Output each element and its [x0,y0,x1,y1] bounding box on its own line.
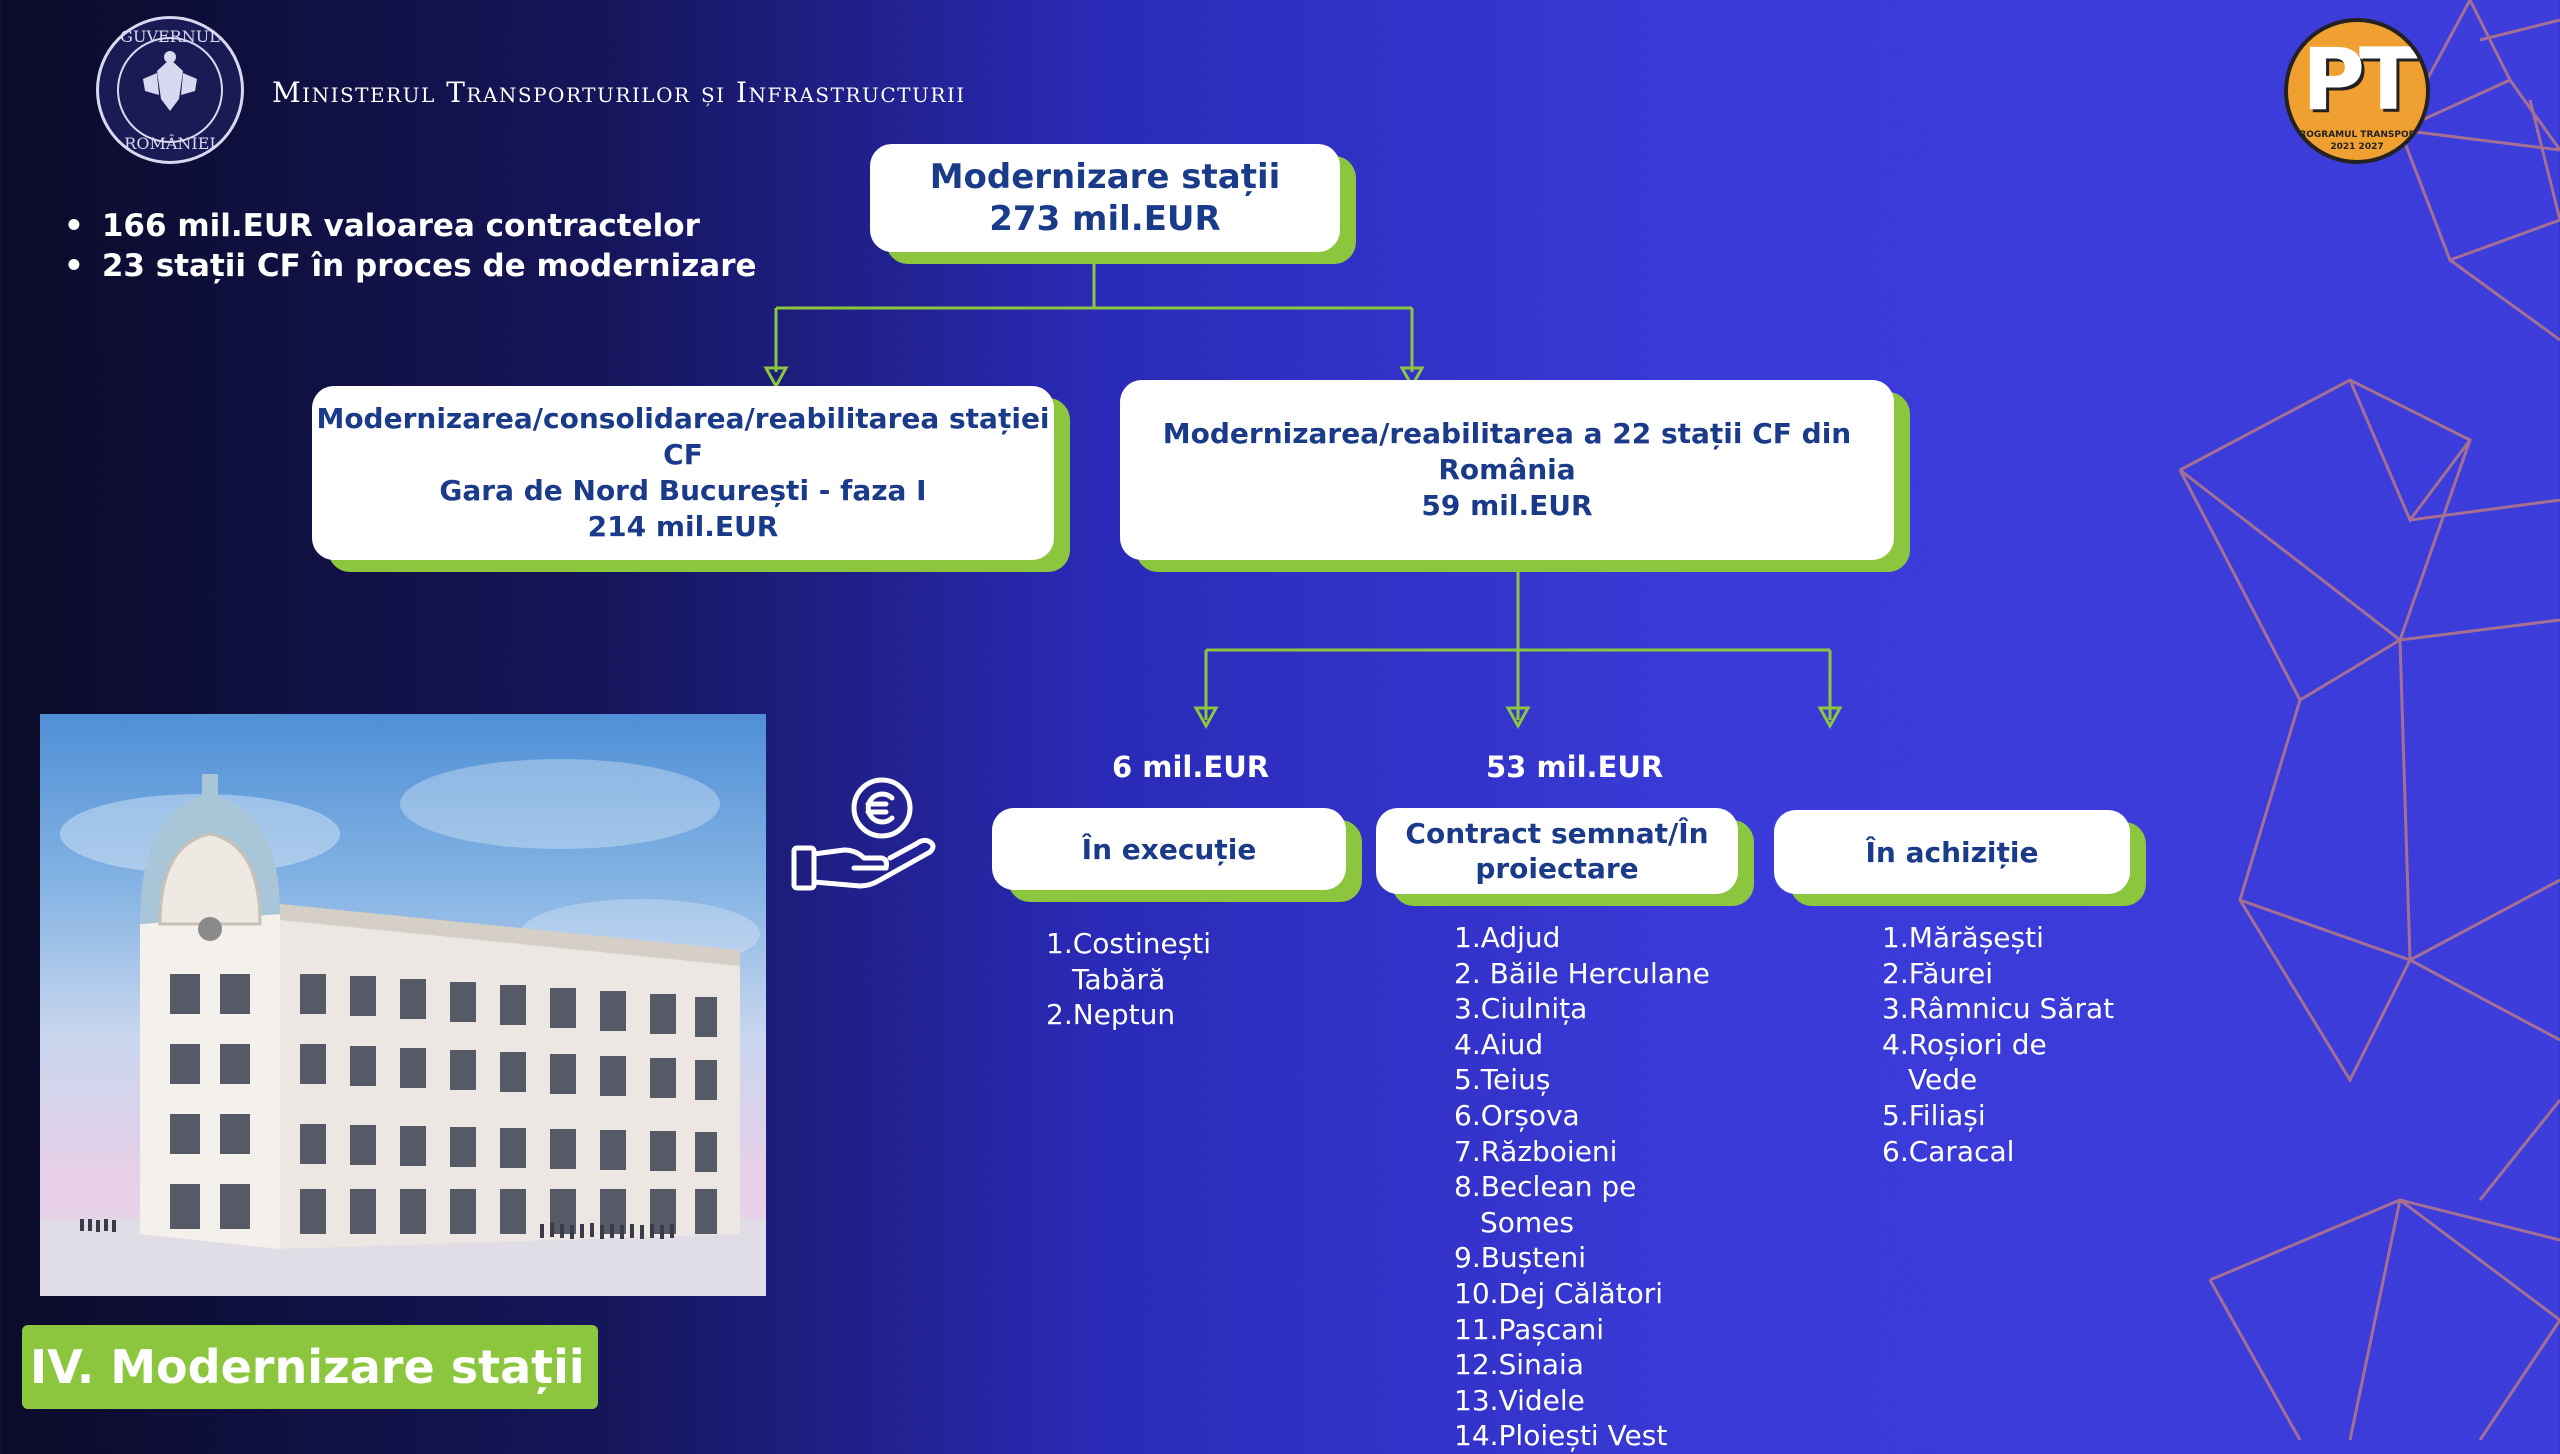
gara-de-nord-building-image [40,714,766,1296]
station-list-in-executie: 1.Costinești Tabără 2.Neptun [1046,926,1246,1033]
section-title: IV. Modernizare stații [22,1325,598,1409]
branch-amount: 214 mil.EUR [587,510,779,543]
status-node-contract-semnat: Contract semnat/În proiectare [1376,808,1738,894]
list-item: 2.Făurei [1882,956,1994,990]
list-item: 2.Neptun [1046,998,1176,1032]
list-item: 10.Dej Călători [1454,1276,1664,1310]
branch-line2: România [1438,453,1576,486]
branch-node-22-stations: Modernizarea/reabilitarea a 22 stații CF… [1120,380,1894,560]
list-item: 3.Râmnicu Sărat [1882,992,2115,1026]
pt-logo-text: PT [2302,30,2418,130]
pt-logo-years: 2021 2027 [2330,142,2384,152]
list-item: 8.Beclean pe Somes [1454,1170,1637,1239]
summary-bullet: 166 mil.EUR valoarea contractelor [64,206,757,246]
list-item: 4.Aiud [1454,1027,1544,1061]
status-node-in-executie: În execuție [992,808,1346,890]
list-item: 12.Sinaia [1454,1348,1584,1382]
branch-line1: Modernizarea/consolidarea/reabilitarea s… [316,402,1050,471]
branch-node-gara-de-nord: Modernizarea/consolidarea/reabilitarea s… [312,386,1054,560]
list-item: 6.Caracal [1882,1134,2015,1168]
list-item: 11.Pașcani [1454,1312,1604,1346]
branch-line2: Gara de Nord București - faza I [439,474,927,507]
list-item: 5.Teiuș [1454,1063,1551,1097]
status-amount-in-executie: 6 mil.EUR [1112,750,1270,784]
list-item: 5.Filiași [1882,1098,1986,1132]
government-emblem-icon: GUVERNUL ROMÂNIEI [96,16,244,164]
list-item: 7.Războieni [1454,1134,1618,1168]
list-item: 4.Roșiori de Vede [1882,1027,2047,1097]
ministry-name: Ministerul Transporturilor și Infrastruc… [272,76,966,109]
status-label-line2: proiectare [1475,852,1639,885]
status-node-in-achizitie: În achiziție [1774,810,2130,894]
pt-logo-caption: PROGRAMUL TRANSPORT [2292,130,2422,140]
list-item: 6.Orșova [1454,1098,1580,1132]
root-title: Modernizare stații [929,157,1281,197]
summary-bullet: 23 stații CF în proces de modernizare [64,246,757,286]
status-label: În execuție [1081,832,1257,866]
pt-program-logo-icon: PT PROGRAMUL TRANSPORT 2021 2027 [2284,18,2430,164]
branch-line1: Modernizarea/reabilitarea a 22 stații CF… [1162,417,1852,450]
list-item: 9.Bușteni [1454,1241,1586,1275]
station-list-contract-semnat: 1.Adjud 2. Băile Herculane 3.Ciulnița 4.… [1454,920,1754,1454]
branch-amount: 59 mil.EUR [1421,489,1593,522]
status-label: În achiziție [1865,835,2039,869]
root-node: Modernizare stații 273 mil.EUR [870,144,1340,252]
status-amount-contract-semnat: 53 mil.EUR [1486,750,1664,784]
list-item: 1.Costinești Tabără [1046,927,1212,996]
emblem-text-top: GUVERNUL [120,27,220,46]
decorative-polygon-mesh [2178,0,2560,1440]
euro-hand-icon [791,777,936,891]
root-amount: 273 mil.EUR [989,199,1221,239]
list-item: 1.Adjud [1454,921,1561,954]
list-item: 13.Videle [1454,1383,1585,1417]
list-item: 2. Băile Herculane [1454,956,1710,990]
list-item: 3.Ciulnița [1454,992,1588,1026]
station-list-in-achizitie: 1.Mărășești 2.Făurei 3.Râmnicu Sărat 4.R… [1882,920,2122,1169]
status-label-line1: Contract semnat/În [1405,817,1709,850]
emblem-text-bottom: ROMÂNIEI [124,134,216,153]
list-item: 14.Ploiești Vest [1454,1419,1668,1453]
summary-bullets: 166 mil.EUR valoarea contractelor 23 sta… [64,206,757,286]
list-item: 1.Mărășești [1882,921,2044,954]
